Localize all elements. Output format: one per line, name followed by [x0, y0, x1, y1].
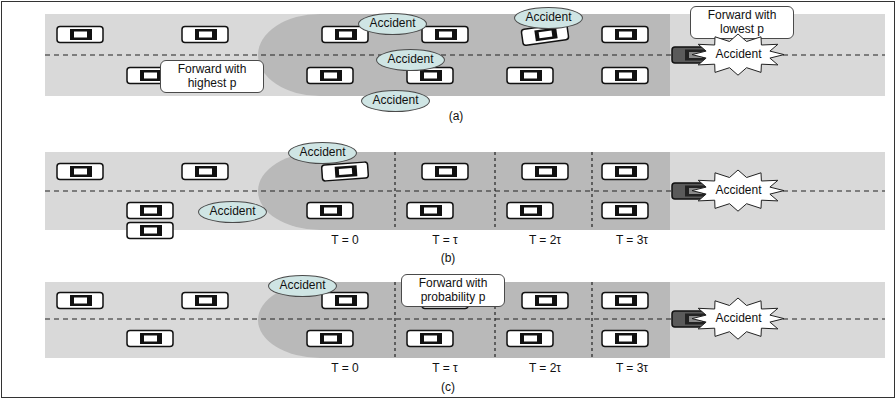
callout-bubble: Accident: [198, 201, 267, 223]
callout-text: Accident: [372, 94, 418, 107]
callout-text: Forward with lowest p: [696, 9, 788, 35]
callout-bubble: Accident: [361, 90, 430, 112]
callout-text: Accident: [715, 312, 761, 325]
callout-text: Forward with highest p: [166, 63, 258, 89]
callout-text: Accident: [279, 279, 325, 292]
accident-burst: Accident: [691, 297, 786, 341]
time-label: T = 0: [331, 361, 358, 375]
time-label: T = 2τ: [529, 233, 561, 247]
callout-text: Accident: [369, 17, 415, 30]
road-panel: [45, 152, 885, 239]
callout-text: Accident: [715, 48, 761, 61]
time-label: T = 0: [331, 233, 358, 247]
callout-text: Accident: [209, 205, 255, 218]
callout-box: Forward with probability p: [401, 274, 505, 307]
panel-label: (b): [441, 251, 456, 265]
callout-bubble: Accident: [514, 7, 583, 29]
callout-text: Forward with probability p: [407, 277, 499, 303]
time-label: T = 3τ: [616, 361, 648, 375]
panel-label: (c): [441, 380, 455, 394]
accident-burst: Accident: [691, 169, 786, 213]
callout-bubble: Accident: [268, 275, 337, 297]
callout-bubble: Accident: [358, 13, 427, 35]
callout-text: Accident: [715, 184, 761, 197]
panel-label: (a): [449, 109, 464, 123]
time-label: T = τ: [432, 361, 458, 375]
callout-text: Accident: [387, 53, 433, 66]
time-label: T = 2τ: [529, 361, 561, 375]
callout-text: Accident: [525, 11, 571, 24]
time-label: T = 3τ: [616, 233, 648, 247]
accident-burst: Accident: [691, 33, 786, 77]
callout-bubble: Accident: [376, 49, 445, 71]
callout-bubble: Accident: [288, 142, 357, 164]
callout-box: Forward with highest p: [160, 60, 264, 93]
callout-text: Accident: [299, 146, 345, 159]
callout-box: Forward with lowest p: [690, 6, 794, 39]
time-label: T = τ: [432, 233, 458, 247]
